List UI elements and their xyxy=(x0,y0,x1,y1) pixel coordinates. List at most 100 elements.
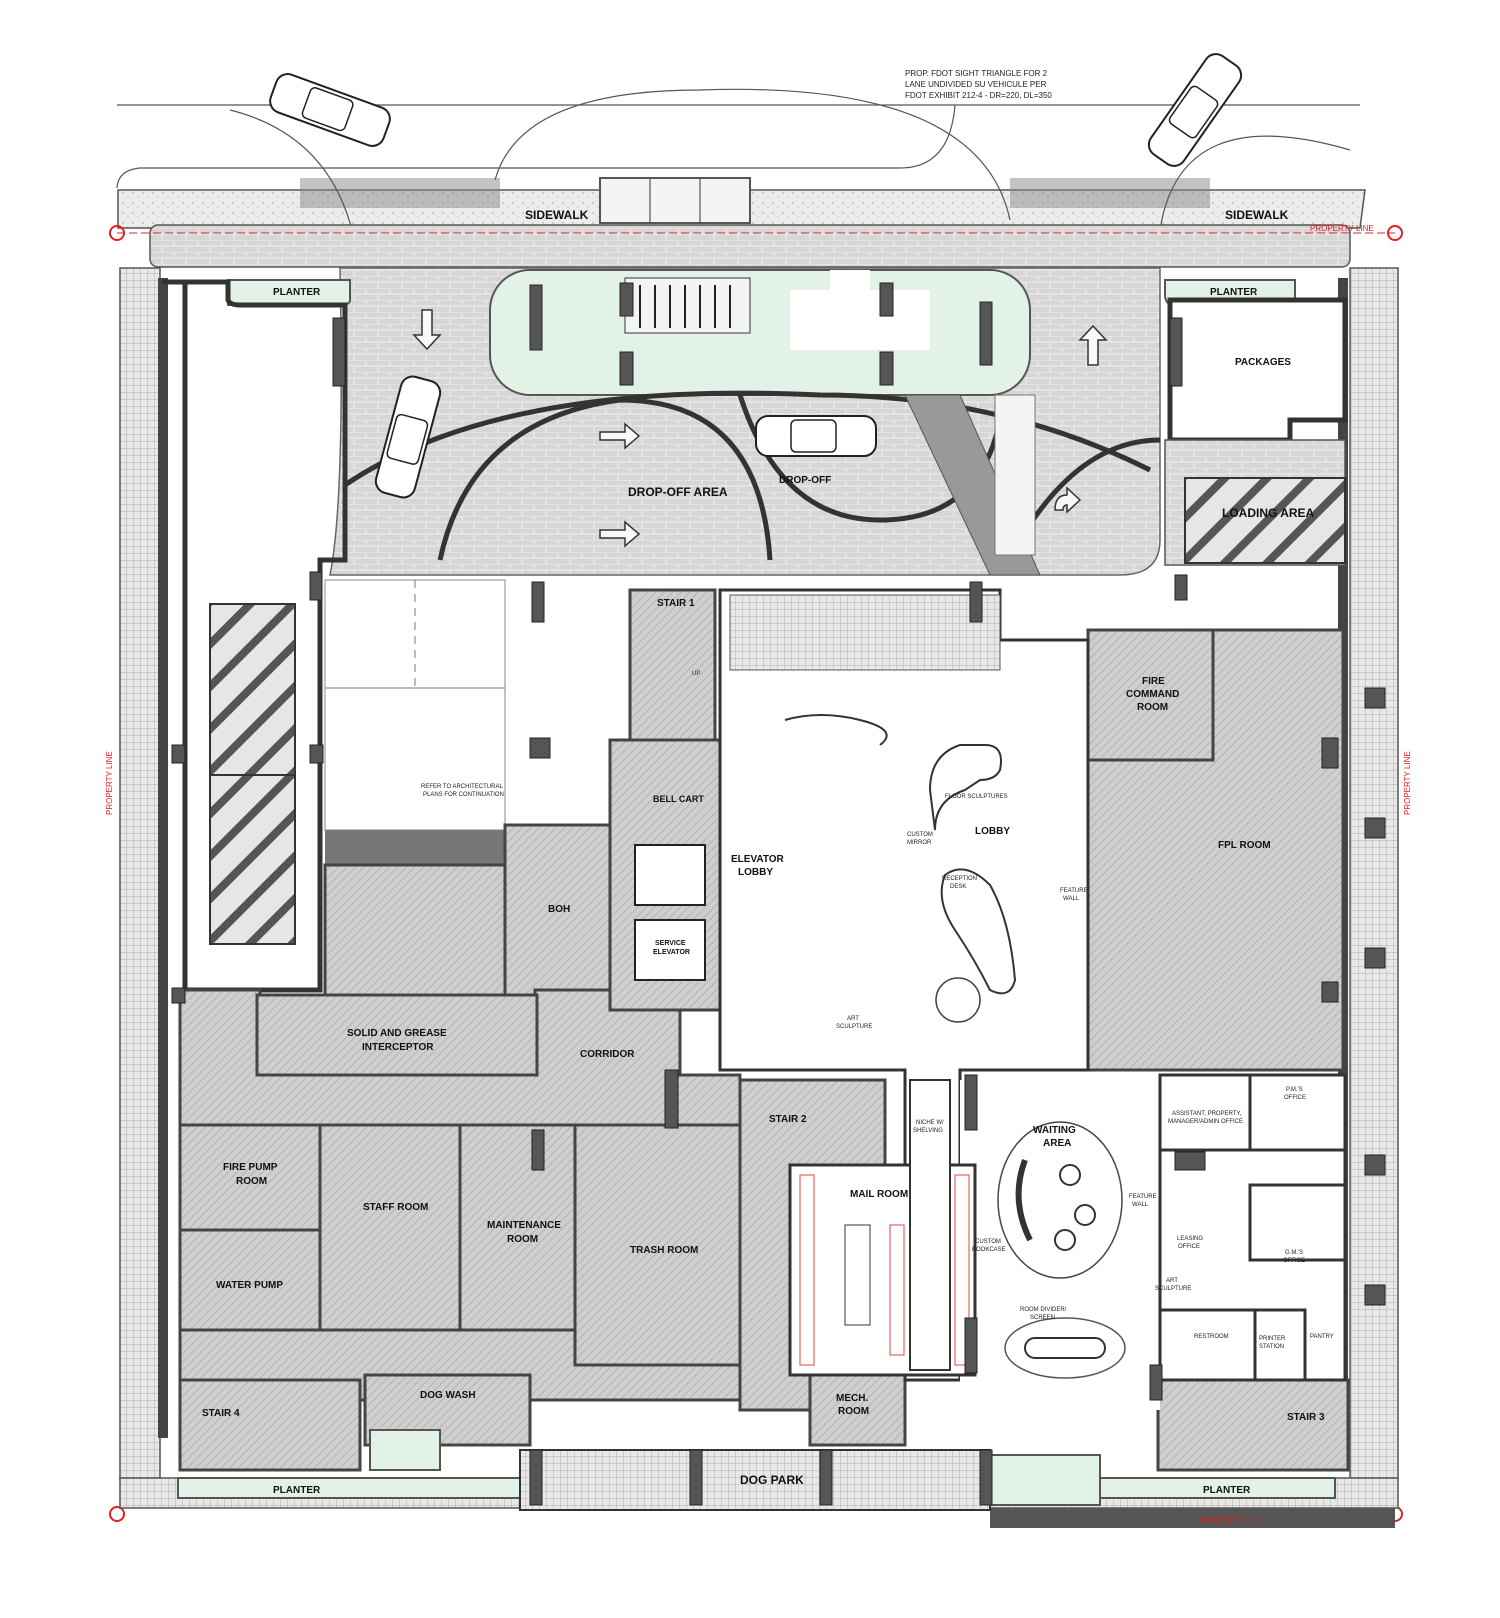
mech-room-label-1: MECH. xyxy=(836,1393,868,1404)
car-icon xyxy=(755,415,877,457)
car-icon xyxy=(1147,53,1243,167)
drop-off-driveway xyxy=(329,267,1161,576)
room-divider-note-2: SCREEN xyxy=(1030,1315,1055,1321)
maintenance-label-1: MAINTENANCE xyxy=(487,1220,561,1231)
service-elevator-label-2: ELEVATOR xyxy=(653,949,690,956)
drop-off-label: DROP-OFF xyxy=(779,475,831,486)
drop-off-area-label: DROP-OFF AREA xyxy=(628,485,728,499)
loading-area xyxy=(1164,439,1346,566)
feature-wall-note-2: WALL xyxy=(1063,896,1080,902)
garage-ramp xyxy=(162,279,506,993)
gm-office-note-2: OFFICE xyxy=(1283,1258,1305,1264)
custom-mirror-note-2: MIRROR xyxy=(907,840,932,846)
stair1-label: STAIR 1 xyxy=(657,598,695,609)
gm-office-note-1: G.M.'S xyxy=(1285,1250,1303,1256)
sidewalk-right-label: SIDEWALK xyxy=(1225,208,1289,222)
leasing-office-note-2: OFFICE xyxy=(1178,1244,1200,1250)
assistant-office-note-1: ASSISTANT, PROPERTY, xyxy=(1172,1111,1242,1117)
solid-grease-label-1: SOLID AND GREASE xyxy=(347,1028,447,1039)
refer-note-1: REFER TO ARCHITECTURAL xyxy=(421,784,503,790)
niche-note-1: NICHE W/ xyxy=(916,1120,944,1126)
custom-bookcase-note-1: CUSTOM xyxy=(975,1239,1001,1245)
printer-station-note-2: STATION xyxy=(1259,1344,1284,1350)
property-corner-marker xyxy=(1387,225,1403,241)
pm-office-note-1: P.M.'S xyxy=(1286,1087,1303,1093)
stair3-label: STAIR 3 xyxy=(1287,1412,1325,1423)
property-line-right-label: PROPERTY LINE xyxy=(1403,751,1412,815)
feature-wall-b-note-1: FEATURE xyxy=(1129,1194,1157,1200)
packages-room xyxy=(1167,297,1348,443)
planter-bl-label: PLANTER xyxy=(273,1485,321,1496)
elevator-lobby-label-2: LOBBY xyxy=(738,867,773,878)
stair4-label: STAIR 4 xyxy=(202,1408,240,1419)
property-line-top-label: PROPERTY LINE xyxy=(1310,224,1374,233)
sight-triangle-note-3: FDOT EXHIBIT 212-4 - DR=220, DL=350 xyxy=(905,91,1052,100)
art-sculpture-b-note-2: SCULPTURE xyxy=(1155,1286,1191,1292)
mech-room-label-2: ROOM xyxy=(838,1406,869,1417)
stair2-label: STAIR 2 xyxy=(769,1114,807,1125)
sidewalk-left-label: SIDEWALK xyxy=(525,208,589,222)
art-sculpture-note-1: ART xyxy=(847,1016,859,1022)
elevator-lobby-label-1: ELEVATOR xyxy=(731,854,785,865)
refer-note-2: PLANS FOR CONTINUATION xyxy=(423,792,504,798)
niche-note-2: SHELVING xyxy=(913,1128,943,1134)
up-label: UP xyxy=(692,671,700,677)
structural-columns xyxy=(171,282,1386,1506)
fire-command-label-3: ROOM xyxy=(1137,702,1168,713)
feature-wall-b-note-2: WALL xyxy=(1132,1202,1149,1208)
fire-pump-label-1: FIRE PUMP xyxy=(223,1162,278,1173)
car-icon xyxy=(374,375,442,499)
corridor-label: CORRIDOR xyxy=(580,1049,635,1060)
property-corner-marker xyxy=(109,225,125,241)
planter-tr-label: PLANTER xyxy=(1210,287,1258,298)
room-divider-note-1: ROOM DIVIDER/ xyxy=(1020,1307,1067,1313)
maintenance-label-2: ROOM xyxy=(507,1234,538,1245)
water-pump-label: WATER PUMP xyxy=(216,1280,283,1291)
room-labels: SIDEWALK SIDEWALK PROPERTY LINE PROPERTY… xyxy=(105,69,1412,1525)
waiting-label-1: WAITING xyxy=(1033,1125,1076,1136)
boh-label: BOH xyxy=(548,904,570,915)
leasing-office-note-1: LEASING xyxy=(1177,1236,1203,1242)
solid-grease-label-2: INTERCEPTOR xyxy=(362,1042,434,1053)
property-corner-marker xyxy=(109,1506,125,1522)
custom-mirror-note-1: CUSTOM xyxy=(907,832,933,838)
planter-br-label: PLANTER xyxy=(1203,1485,1251,1496)
car-icon xyxy=(269,73,391,147)
restroom-note: RESTROOM xyxy=(1194,1334,1229,1340)
fpl-room-label: FPL ROOM xyxy=(1218,840,1271,851)
property-line-left-label: PROPERTY LINE xyxy=(105,751,114,815)
art-sculpture-b-note-1: ART xyxy=(1166,1278,1178,1284)
property-line-bottom-label: PROPERTY LINE xyxy=(1198,1516,1262,1525)
pantry-note: PANTRY xyxy=(1310,1334,1334,1340)
trash-room-label: TRASH ROOM xyxy=(630,1245,698,1256)
custom-bookcase-note-2: BOOKCASE xyxy=(972,1247,1006,1253)
service-elevator-label-1: SERVICE xyxy=(655,940,686,947)
art-sculpture-note-2: SCULPTURE xyxy=(836,1024,872,1030)
mail-room xyxy=(788,1079,977,1377)
mail-room-label: MAIL ROOM xyxy=(850,1189,908,1200)
staff-room-label: STAFF ROOM xyxy=(363,1202,428,1213)
loading-area-label: LOADING AREA xyxy=(1222,506,1315,520)
floor-sculptures-note: FLOOR SCULPTURES xyxy=(945,794,1008,800)
fire-pump-label-2: ROOM xyxy=(236,1176,267,1187)
packages-label: PACKAGES xyxy=(1235,357,1291,368)
reception-desk-note-1: RECEPTION xyxy=(942,876,977,882)
planter-tl-label: PLANTER xyxy=(273,287,321,298)
pm-office-note-2: OFFICE xyxy=(1284,1095,1306,1101)
lobby-area xyxy=(718,588,1090,1382)
assistant-office-note-2: MANAGER/ADMIN OFFICE xyxy=(1168,1119,1243,1125)
lobby-label: LOBBY xyxy=(975,826,1010,837)
fire-command-label-1: FIRE xyxy=(1142,676,1165,687)
fire-command-label-2: COMMAND xyxy=(1126,689,1179,700)
waiting-area xyxy=(960,1080,1160,1410)
waiting-label-2: AREA xyxy=(1043,1138,1071,1149)
admin-offices xyxy=(1158,1073,1347,1382)
street-edge xyxy=(116,88,1366,281)
bell-cart-label: BELL CART xyxy=(653,794,704,804)
sight-triangle-note-1: PROP. FDOT SIGHT TRIANGLE FOR 2 xyxy=(905,69,1048,78)
dog-park-label: DOG PARK xyxy=(740,1473,804,1487)
sight-triangle-note-2: LANE UNDIVIDED SU VEHICULE PER xyxy=(905,80,1047,89)
feature-wall-note-1: FEATURE xyxy=(1060,888,1088,894)
printer-station-note-1: PRINTER xyxy=(1259,1336,1286,1342)
